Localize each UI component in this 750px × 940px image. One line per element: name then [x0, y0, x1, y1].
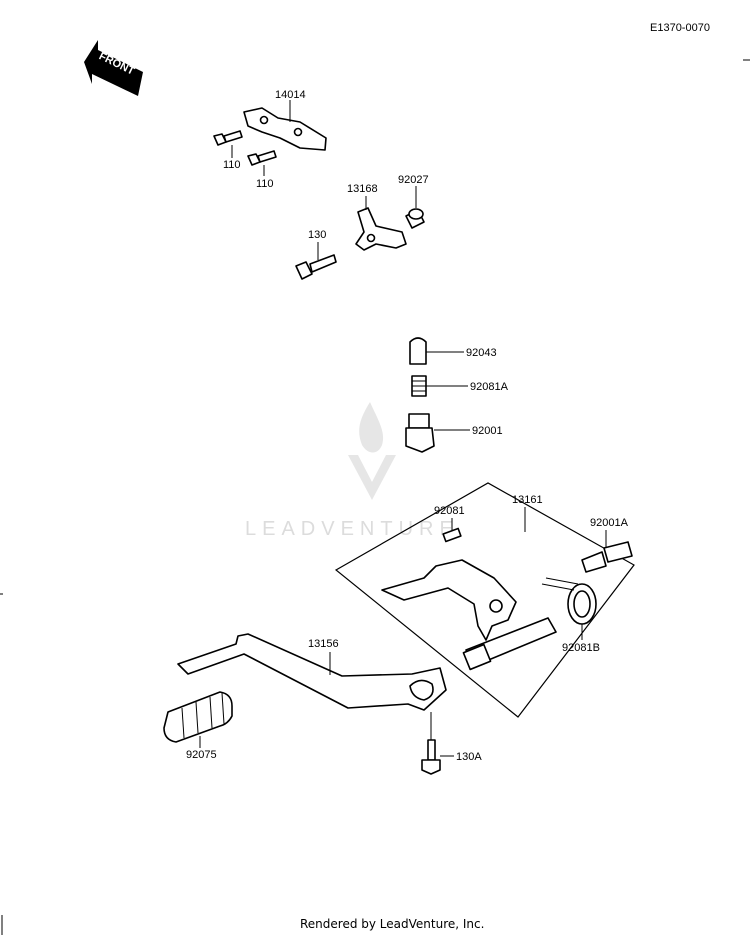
- label-110-a: 110: [223, 159, 241, 171]
- label-13168: 13168: [347, 183, 378, 195]
- part-92081[interactable]: 92081: [434, 505, 465, 543]
- label-92081: 92081: [434, 505, 465, 517]
- part-130a-bolt[interactable]: 130A: [421, 712, 482, 775]
- leadventure-watermark: LEADVENTURE: [245, 402, 459, 540]
- label-13161: 13161: [512, 494, 543, 506]
- diagram-code: E1370-0070: [650, 22, 710, 34]
- part-92001a[interactable]: 92001A: [581, 517, 633, 573]
- label-110-b: 110: [256, 178, 274, 190]
- front-arrow-icon: FRONT: [84, 40, 143, 96]
- part-130-bolt[interactable]: 130: [295, 229, 337, 280]
- part-14014[interactable]: 14014: [243, 89, 327, 151]
- footer-credit: Rendered by LeadVenture, Inc.: [300, 917, 484, 931]
- part-92081b[interactable]: 92081B: [541, 577, 600, 654]
- label-92081a: 92081A: [470, 381, 509, 393]
- label-92027: 92027: [398, 174, 429, 186]
- part-13156[interactable]: 13156: [177, 633, 447, 711]
- part-13161-assembly[interactable]: 13161 92081 92081B: [334, 482, 635, 718]
- part-92001[interactable]: 92001: [405, 413, 503, 453]
- label-130a: 130A: [456, 751, 482, 763]
- part-92043[interactable]: 92043: [409, 337, 497, 365]
- part-92027[interactable]: 92027: [398, 174, 429, 229]
- label-92043: 92043: [466, 347, 497, 359]
- label-92001: 92001: [472, 425, 503, 437]
- part-13168[interactable]: 13168: [347, 183, 407, 251]
- part-110-bolt-a[interactable]: 110: [213, 130, 243, 171]
- label-130: 130: [308, 229, 326, 241]
- watermark-text: LEADVENTURE: [245, 518, 459, 540]
- part-92075[interactable]: 92075: [163, 691, 233, 761]
- label-92075: 92075: [186, 749, 217, 761]
- label-13156: 13156: [308, 638, 339, 650]
- part-92081a[interactable]: 92081A: [411, 375, 509, 397]
- label-92001a: 92001A: [590, 517, 629, 529]
- part-110-bolt-b[interactable]: 110: [247, 150, 277, 190]
- label-14014: 14014: [275, 89, 306, 101]
- label-92081b: 92081B: [562, 642, 600, 654]
